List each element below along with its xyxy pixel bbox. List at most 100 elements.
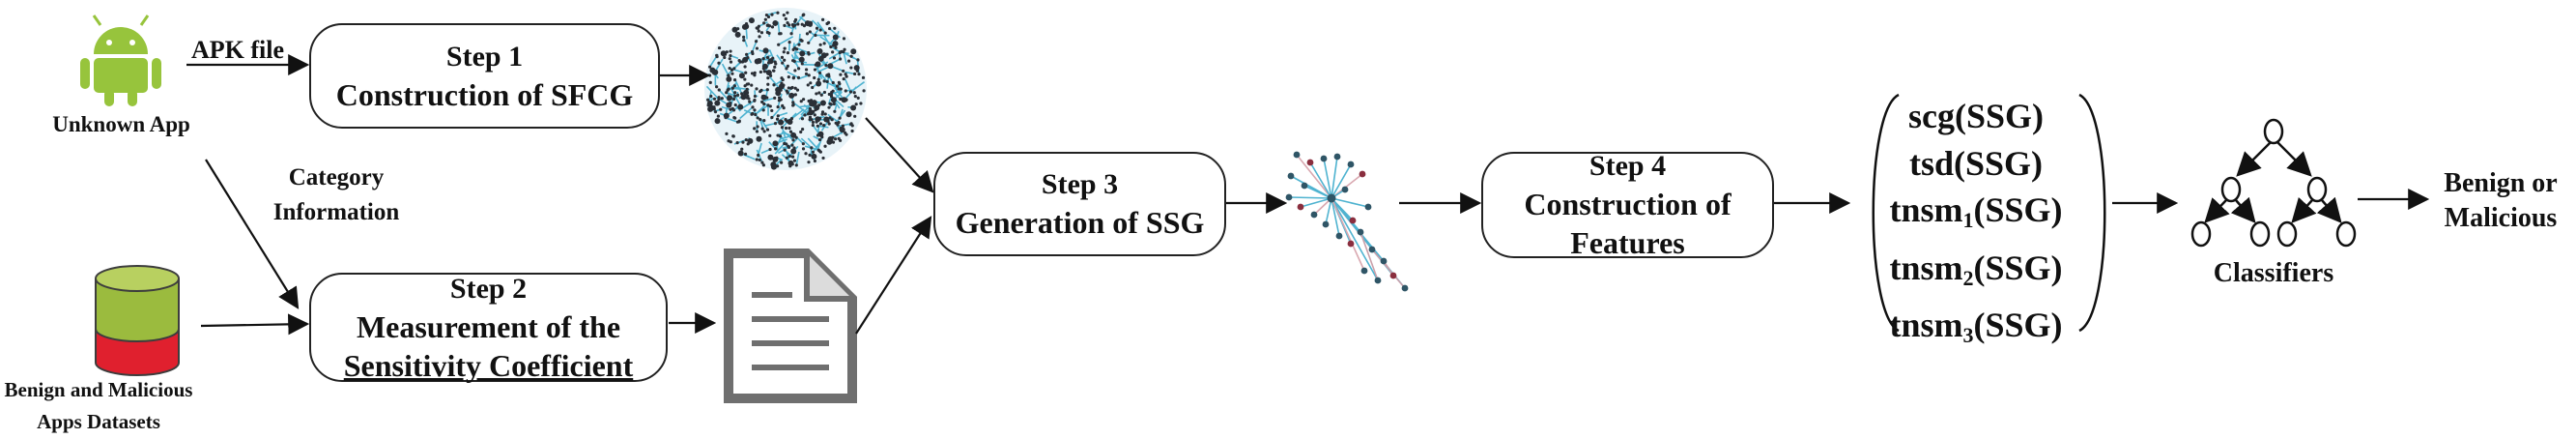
graph-node (760, 161, 764, 164)
graph-node (783, 148, 787, 152)
classifiers-label: Classifiers (2213, 258, 2334, 288)
graph-node (813, 159, 817, 163)
graph-node (814, 63, 817, 67)
graph-node (832, 42, 837, 45)
graph-node (755, 158, 758, 161)
graph-node (844, 132, 848, 136)
graph-node (856, 96, 860, 100)
graph-node (786, 51, 790, 55)
subgraph-node (1341, 186, 1349, 193)
unknown-app-label: Unknown App (52, 112, 190, 136)
step1-title: Step 1 (445, 40, 524, 73)
graph-node (832, 34, 839, 41)
graph-edge (817, 125, 829, 129)
graph-node (787, 41, 791, 44)
subgraph-node (1333, 153, 1341, 161)
graph-node (823, 112, 827, 116)
graph-edge (796, 47, 809, 54)
graph-node (717, 61, 721, 65)
graph-node (778, 119, 785, 126)
graph-node (729, 140, 732, 144)
subgraph-node (1347, 240, 1355, 248)
graph-node (845, 111, 852, 118)
graph-node (822, 90, 827, 95)
graph-node (774, 62, 778, 66)
graph-node (745, 52, 749, 56)
graph-node (842, 76, 845, 81)
subgraph-edge (1288, 196, 1332, 199)
graph-node (713, 109, 718, 114)
graph-node (777, 96, 782, 100)
graph-node (837, 87, 841, 91)
graph-node (823, 31, 827, 35)
graph-edge (760, 119, 769, 131)
graph-node (780, 161, 784, 164)
graph-node (761, 163, 766, 167)
graph-node (768, 147, 772, 152)
graph-node (815, 116, 821, 123)
graph-node (787, 154, 791, 159)
graph-node (731, 108, 736, 112)
graph-node (821, 17, 825, 21)
graph-node (781, 103, 785, 107)
graph-node (813, 68, 817, 72)
graph-node (831, 50, 835, 54)
subgraph-node (1364, 203, 1372, 211)
graph-node (818, 28, 822, 32)
datasets-line-2: Apps Datasets (37, 410, 160, 433)
graph-node (809, 81, 813, 85)
graph-node (819, 93, 823, 97)
graph-node (818, 150, 822, 154)
graph-node (731, 26, 738, 33)
graph-edge (791, 108, 805, 120)
subgraph-edge (1331, 156, 1338, 199)
graph-node (842, 69, 845, 73)
graph-node (708, 80, 712, 85)
graph-node (808, 153, 812, 157)
document-icon (724, 249, 857, 403)
graph-node (772, 156, 779, 162)
graph-node (772, 69, 776, 73)
step2-subtitle-line1: Measurement of the (356, 308, 621, 344)
graph-node (773, 122, 778, 126)
step3-subtitle: Generation of SSG (955, 205, 1205, 240)
graph-node (818, 43, 822, 46)
graph-node (755, 46, 759, 50)
graph-node (741, 140, 745, 144)
graph-node (791, 138, 795, 142)
graph-node (799, 130, 803, 134)
subgraph-icon (1285, 151, 1409, 292)
graph-node (750, 49, 755, 54)
graph-node (803, 113, 807, 117)
graph-node (775, 86, 782, 93)
graph-node (791, 101, 795, 104)
graph-node (827, 63, 834, 70)
graph-node (724, 116, 728, 120)
graph-node (764, 13, 769, 17)
graph-node (838, 57, 843, 61)
arrow-category-to-step2 (205, 159, 300, 309)
subgraph-edge (1331, 197, 1340, 237)
subgraph-node (1389, 272, 1397, 279)
graph-node (841, 124, 845, 128)
graph-node (757, 29, 760, 33)
graph-node (815, 92, 818, 96)
subgraph-edge (1300, 197, 1332, 208)
graph-node (790, 132, 797, 138)
graph-node (743, 84, 747, 88)
graph-node (727, 95, 733, 102)
graph-node (740, 147, 744, 151)
graph-node (773, 65, 777, 69)
graph-node (786, 64, 789, 69)
subgraph-edge (1331, 197, 1354, 221)
graph-node (783, 46, 787, 50)
graph-node (775, 141, 779, 146)
graph-node (829, 44, 833, 49)
graph-node (844, 89, 847, 93)
graph-node (709, 94, 713, 99)
graph-node (767, 154, 774, 161)
graph-node (811, 85, 815, 90)
graph-node (850, 104, 857, 111)
graph-node (757, 153, 760, 158)
graph-node (804, 68, 809, 72)
